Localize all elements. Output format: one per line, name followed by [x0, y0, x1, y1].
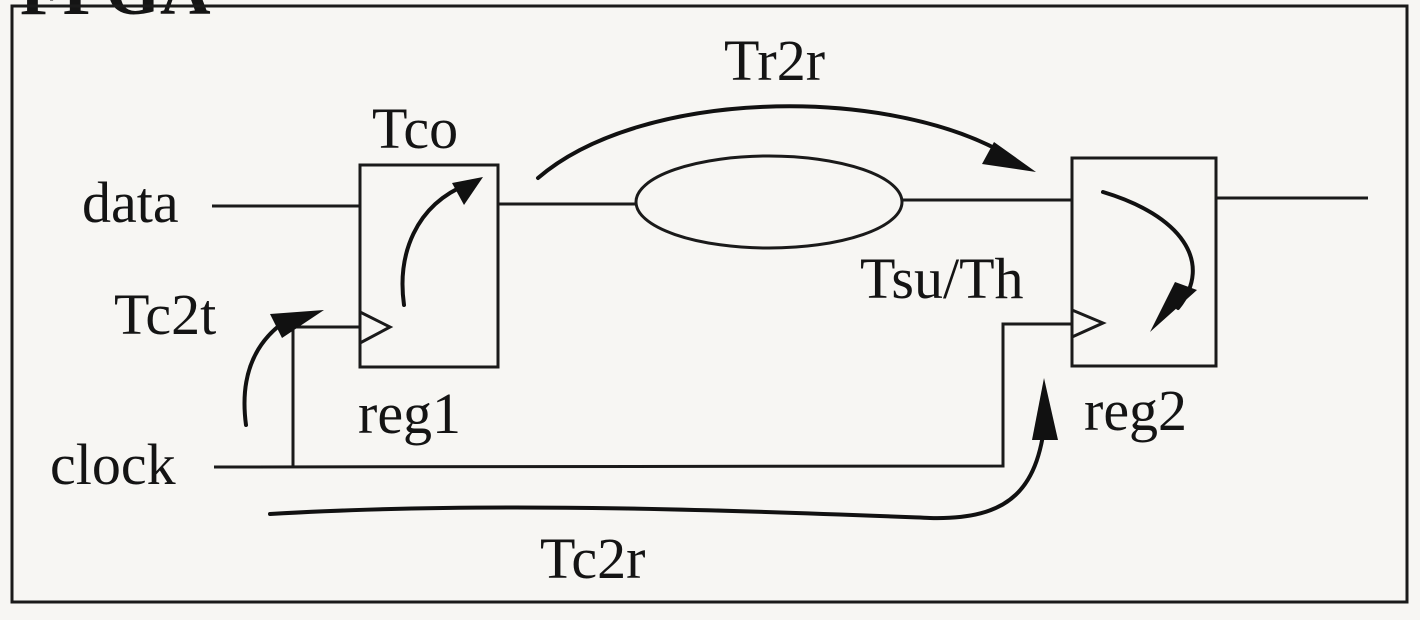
label-tsu-th: Tsu/Th	[860, 246, 1024, 311]
tc2r-arrowhead	[1032, 378, 1058, 440]
reg2-clock-triangle	[1071, 308, 1107, 339]
tc2t-arrowhead	[270, 310, 324, 338]
label-clock: clock	[50, 432, 176, 497]
reg2-box	[1070, 156, 1218, 368]
tr2r-arrowhead	[982, 142, 1036, 172]
tc2t-arrow	[242, 320, 286, 427]
tco-arrow	[400, 182, 470, 307]
outer-frame	[10, 4, 1409, 604]
tc2r-arrow	[268, 408, 1048, 521]
tco-arrowhead	[452, 177, 483, 205]
label-reg1: reg1	[358, 381, 461, 446]
clock-branch-reg1	[291, 325, 360, 466]
label-tc2t: Tc2t	[114, 282, 216, 347]
label-data: data	[82, 170, 179, 235]
tsu-th-arrowhead	[1150, 282, 1197, 332]
reg1-box	[358, 163, 500, 369]
reg1-clock-triangle	[359, 310, 394, 345]
label-tc2r: Tc2r	[540, 526, 645, 591]
logic-cloud	[634, 154, 904, 250]
tr2r-arrow	[536, 104, 1004, 180]
label-tco: Tco	[372, 96, 458, 161]
label-tr2r: Tr2r	[724, 28, 825, 93]
label-reg2: reg2	[1084, 378, 1187, 443]
clock-wire	[213, 322, 1072, 469]
